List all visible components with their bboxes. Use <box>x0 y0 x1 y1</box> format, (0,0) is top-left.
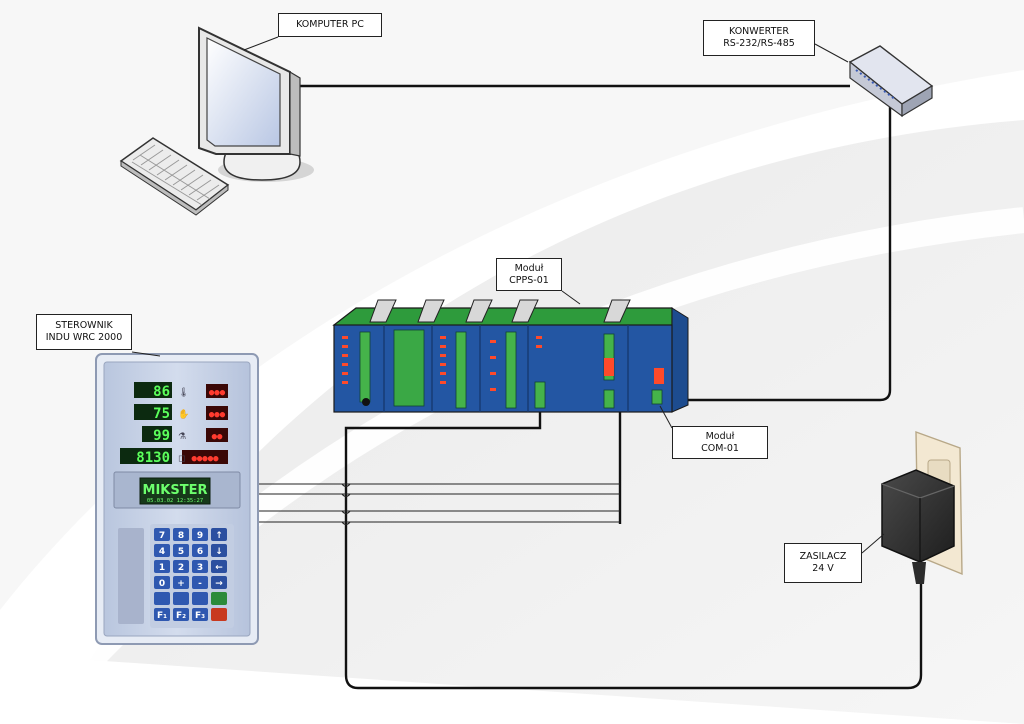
keypad-key <box>211 560 227 573</box>
controller-green-displays <box>120 382 172 464</box>
pc-computer <box>119 26 314 216</box>
keypad-key <box>192 576 208 589</box>
controller-readings: 86 75 99 8130 <box>136 384 170 466</box>
keypad-key <box>192 560 208 573</box>
keypad-key-label: F₁ <box>157 611 167 621</box>
svg-text:●●●: ●●● <box>209 388 226 398</box>
keypad-key <box>154 560 170 573</box>
reading-counter: 8130 <box>136 450 170 466</box>
wire-converter-com <box>650 105 892 402</box>
svg-text:✋: ✋ <box>178 408 189 420</box>
label-controller-line1: STEROWNIK <box>55 320 113 331</box>
keypad-key <box>154 544 170 557</box>
power-adapter <box>881 430 963 584</box>
keypad-key-label: 6 <box>197 547 203 557</box>
keypad-key <box>173 544 189 557</box>
keypad-key <box>192 544 208 557</box>
keypad-key <box>173 528 189 541</box>
lcd-brand: MIKSTER <box>143 483 208 498</box>
keypad-key <box>192 608 208 621</box>
keypad-key-label: ↑ <box>215 531 223 541</box>
keypad-key-label: 2 <box>178 563 184 573</box>
keypad-key <box>154 528 170 541</box>
svg-text:●●●: ●●● <box>209 410 226 420</box>
keypad-key-label: F₂ <box>176 611 186 621</box>
plc-rack <box>332 299 689 413</box>
keypad-key-label: 3 <box>197 563 203 573</box>
label-power-line2: 24 V <box>812 563 834 574</box>
keypad-key-label: 0 <box>159 579 165 589</box>
label-com-line2: COM-01 <box>701 443 739 454</box>
label-com-line1: Moduł <box>705 431 735 442</box>
keypad-key <box>173 608 189 621</box>
controller-keypad: 7 8 9 ↑ 4 5 6 ↓ 1 2 3 ← 0 + - → F₁ F₂ F₃ <box>154 528 227 621</box>
keypad-key <box>211 528 227 541</box>
label-cpps-line2: CPPS-01 <box>509 275 549 286</box>
wire-power-loop <box>344 400 923 690</box>
converter-device <box>848 45 934 118</box>
svg-text:●●: ●● <box>212 432 223 442</box>
keypad-key <box>173 592 189 605</box>
keypad-key <box>211 576 227 589</box>
label-converter-line2: RS-232/RS-485 <box>723 38 795 49</box>
callout-pointers <box>131 36 885 554</box>
keypad-key-label: 4 <box>159 547 165 557</box>
reading-humidity: 75 <box>153 406 170 422</box>
keypad-key <box>173 560 189 573</box>
label-pc: KOMPUTER PC <box>278 13 382 37</box>
svg-text:◻: ◻ <box>178 454 185 464</box>
keypad-key <box>211 544 227 557</box>
keypad-key <box>211 592 227 605</box>
label-com: Moduł COM-01 <box>672 426 768 459</box>
keypad-key <box>192 528 208 541</box>
reading-temperature: 86 <box>153 384 170 400</box>
keypad-key-label: ↓ <box>215 547 223 557</box>
svg-text:⚗: ⚗ <box>178 432 186 442</box>
label-power: ZASILACZ 24 V <box>784 543 862 583</box>
keypad-key-label: ← <box>215 563 223 573</box>
keypad-key <box>154 592 170 605</box>
label-converter: KONWERTER RS-232/RS-485 <box>703 20 815 56</box>
keypad-key-label: 1 <box>159 563 165 573</box>
plc-green-io <box>359 329 663 409</box>
keyboard <box>119 137 230 216</box>
controller-symbols: 🌡 ✋ ⚗ ◻ <box>178 387 189 464</box>
keypad-key-label: - <box>198 579 202 589</box>
label-power-line1: ZASILACZ <box>799 551 847 562</box>
label-converter-line1: KONWERTER <box>728 26 789 37</box>
controller-bus <box>258 483 620 526</box>
reading-level: 99 <box>153 428 170 444</box>
lcd-date-line: 05.03.02 12:35:27 <box>147 498 203 504</box>
keypad-key-label: 5 <box>178 547 184 557</box>
keypad-key-label: 8 <box>178 531 184 541</box>
plc-connectors <box>369 299 631 323</box>
keypad-key <box>154 608 170 621</box>
label-cpps: Moduł CPPS-01 <box>496 258 562 291</box>
label-controller: STEROWNIK INDU WRC 2000 <box>36 314 132 350</box>
keypad-key <box>211 608 227 621</box>
keypad-key-label: 7 <box>159 531 165 541</box>
plc-leds <box>342 336 664 391</box>
label-pc-text: KOMPUTER PC <box>296 19 364 30</box>
wires <box>292 84 923 690</box>
svg-text:🌡: 🌡 <box>178 387 189 398</box>
label-controller-line2: INDU WRC 2000 <box>45 332 123 343</box>
svg-text:●●●●●: ●●●●● <box>191 454 219 464</box>
controller-red-displays: ●●● ●●● ●● ●●●●● <box>182 384 228 464</box>
label-cpps-line1: Moduł <box>514 263 544 274</box>
keypad-key <box>154 576 170 589</box>
keypad-key <box>192 592 208 605</box>
plc-slot-dividers <box>383 325 629 412</box>
keypad-key-label: F₃ <box>195 611 205 621</box>
keypad-key-label: → <box>215 579 223 589</box>
keypad-key <box>173 576 189 589</box>
keypad-key-label: 9 <box>197 531 203 541</box>
keypad-key-label: + <box>177 579 185 589</box>
